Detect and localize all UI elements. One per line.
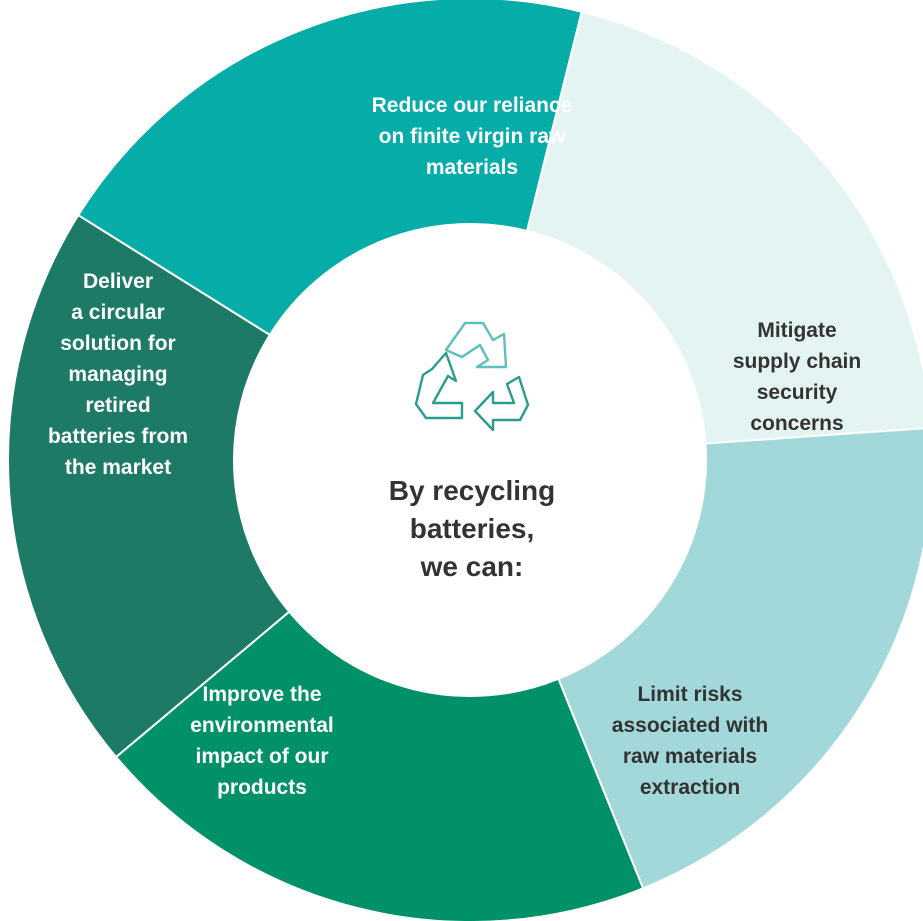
center-caption-line: batteries, [410,513,535,544]
segment-label-line: materials [426,156,518,179]
center-caption-line: By recycling [389,475,556,506]
segment-label-line: the market [65,456,171,479]
segment-label-line: concerns [750,412,843,435]
segment-label-line: associated with [612,714,768,737]
segment-label-reduce-reliance: Reduce our reliance on finite virgin raw m… [372,94,573,179]
segment-label-mitigate-supply: Mitigate supply chain security concerns [733,319,861,435]
segment-label-line: on finite virgin raw [379,125,566,148]
segment-label-line: environmental [190,714,334,737]
segment-label-line: Reduce our reliance [372,94,573,117]
segment-label-line: batteries from [48,425,188,448]
center-caption-line: we can: [420,551,524,582]
recycle-icon [414,321,530,432]
segment-label-line: products [217,776,307,799]
segment-label-line: supply chain [733,350,861,373]
segment-label-line: Mitigate [757,319,836,342]
wheel-segments [7,0,923,921]
segment-label-improve-impact: Improve the environmental impact of our pro… [190,683,334,799]
segment-label-line: managing [68,363,167,386]
segment-label-line: Deliver [83,270,153,293]
center-caption: By recycling batteries, we can: [389,475,556,582]
segment-label-deliver-circular: Deliver a circular solution for managing ret… [48,270,188,479]
recycle-arrow-left [414,351,464,420]
center-circle [234,224,706,696]
segment-label-limit-risks: Limit risks associated with raw materials e… [612,683,768,799]
segment-label-line: raw materials [623,745,757,768]
segment-labels: Reduce our reliance on finite virgin raw m… [48,94,861,799]
recycle-arrow-top [444,321,508,369]
recycle-arrow-right [473,375,530,432]
segment-label-line: security [757,381,838,404]
segment-label-line: Limit risks [637,683,742,706]
segment-label-line: a circular [71,301,164,324]
segment-label-line: retired [85,394,150,417]
segment-label-line: impact of our [195,745,328,768]
segment-label-line: Improve the [202,683,321,706]
segment-label-line: solution for [60,332,175,355]
segment-label-line: extraction [640,776,740,799]
